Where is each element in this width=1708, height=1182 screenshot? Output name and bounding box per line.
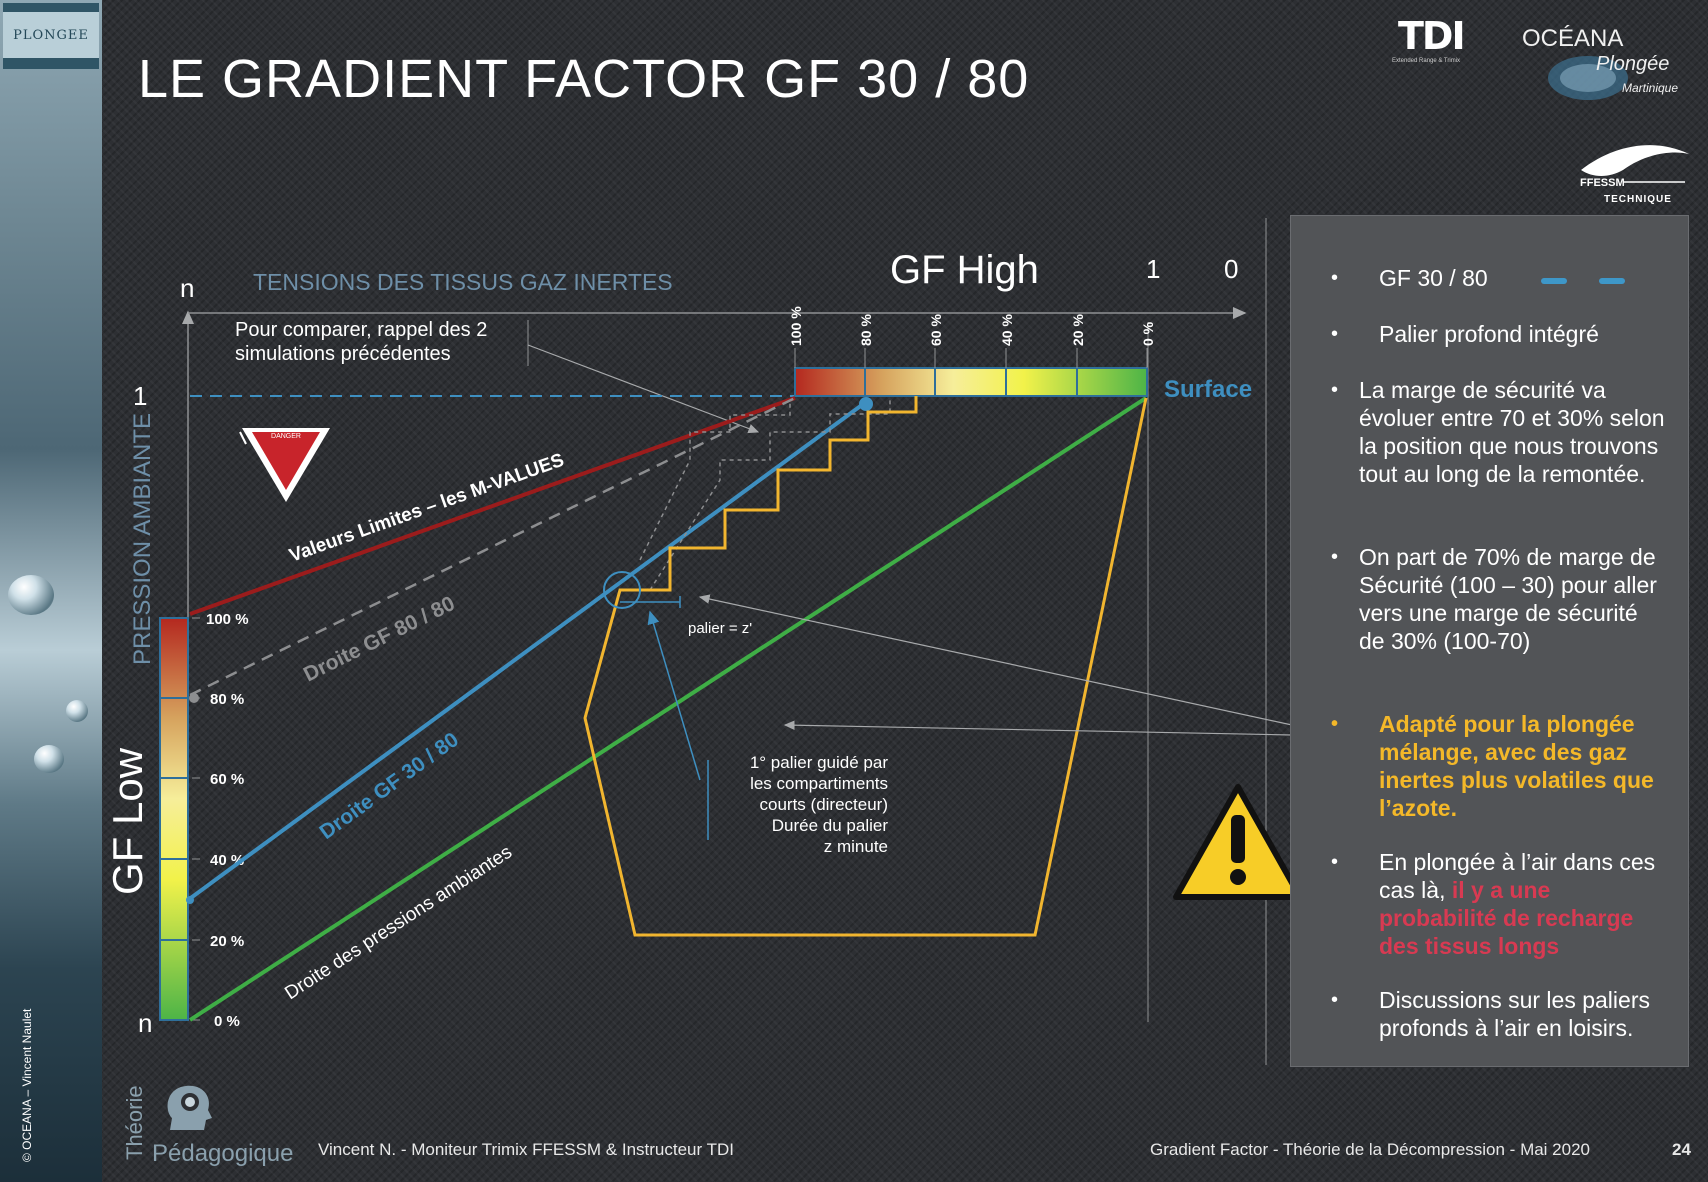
dive-profile-line	[583, 396, 1148, 937]
top-scale-label: 20 %	[1070, 314, 1086, 346]
gf-low-scale-dividers	[160, 697, 188, 941]
bullet: •	[1331, 379, 1339, 401]
first-stop-circle	[603, 571, 641, 609]
tdi-logo: TDI	[1398, 14, 1466, 58]
ffessm-logo: FFESSM TECHNIQUE	[1580, 145, 1689, 205]
bullet: •	[1331, 713, 1339, 735]
svg-text:courts (directeur): courts (directeur)	[760, 795, 888, 814]
footer-course: Gradient Factor - Théorie de la Décompre…	[1150, 1140, 1590, 1159]
gf3080-dash-legend	[1541, 278, 1633, 284]
panel-text: On part de 70% de marge de Sécurité (100…	[1359, 544, 1657, 654]
gf3080-line	[186, 400, 868, 902]
gf-high-scale-labels: 100 % 80 % 60 % 40 % 20 % 0 %	[788, 306, 1156, 346]
gf-low-scale-bar	[159, 617, 189, 1021]
panel-text: En plongée à l’air dans ces cas là, il y…	[1379, 848, 1669, 960]
panel-text: Palier profond intégré	[1379, 321, 1599, 347]
bullet: •	[1331, 323, 1339, 345]
panel-text-part: En plongée à l’air dans ces cas là,	[1379, 849, 1656, 903]
danger-sign-icon: DANGER	[242, 428, 330, 502]
oceana-logo-plongee: Plongée	[1596, 53, 1669, 75]
axis-one: 1	[133, 381, 147, 411]
svg-text:DANGER: DANGER	[271, 433, 301, 440]
top-scale-label: 80 %	[858, 314, 874, 346]
tdi-logo-subtitle: Extended Range & Trimix	[1392, 58, 1461, 64]
footer-pedagogique: Pédagogique	[152, 1140, 294, 1167]
top-scale-label: 60 %	[928, 314, 944, 346]
previous-simulation-profile	[649, 400, 891, 591]
wave-icon	[1581, 145, 1689, 176]
gf-high-point	[859, 397, 873, 411]
footer-theorie: Théorie	[122, 1085, 147, 1160]
page-title: LE GRADIENT FACTOR GF 30 / 80	[138, 49, 1030, 109]
side-photo-strip	[0, 0, 102, 1182]
panel-text: GF 30 / 80	[1379, 265, 1488, 291]
top-scale-label: 0 %	[1140, 321, 1156, 346]
plongee-tab: PLONGEE	[3, 3, 99, 69]
gf8080-start-point	[189, 693, 199, 703]
bullet: •	[1331, 267, 1339, 289]
gf-high-scale-ticks	[794, 348, 1148, 368]
top-scale-label: 100 %	[788, 306, 804, 346]
panel-text: Discussions sur les paliers profonds à l…	[1379, 987, 1650, 1041]
panel-text-highlight: il y a une probabilité de recharge des t…	[1379, 877, 1634, 959]
oceana-logo: OCÉANA Plongée Martinique	[1522, 25, 1678, 100]
oceana-logo-martinique: Martinique	[1622, 81, 1678, 95]
left-scale-label: 80 %	[210, 691, 244, 708]
diagram-header: TENSIONS DES TISSUS GAZ INERTES	[253, 269, 673, 295]
page-number: 24	[1672, 1140, 1691, 1159]
surface-label: Surface	[1164, 376, 1252, 403]
gf-low-label: GF Low	[104, 747, 151, 895]
gf3080-label: Droite GF 30 / 80	[315, 728, 463, 844]
oceana-logo-name: OCÉANA	[1522, 25, 1623, 52]
left-scale-label: 0 %	[214, 1013, 240, 1030]
gf-high-label: GF High	[890, 248, 1039, 292]
svg-text:1° palier guidé par: 1° palier guidé par	[750, 753, 889, 772]
axis-n-bottom: n	[138, 1008, 152, 1038]
previous-simulation-profile	[639, 400, 791, 561]
svg-text:z minute: z minute	[824, 837, 888, 856]
panel-text: Adapté pour la plongée mélange, avec des…	[1379, 711, 1654, 821]
left-scale-label: 20 %	[210, 933, 244, 950]
top-right-one: 1	[1146, 254, 1160, 284]
gf-low-scale-labels: 100 % 80 % 60 % 40 % 20 % 0 %	[206, 611, 249, 1030]
top-scale-label: 40 %	[999, 314, 1015, 346]
gf-high-scale-dividers	[864, 368, 1078, 396]
palier-label: palier = z'	[688, 620, 752, 637]
ffessm-logo-technique: TECHNIQUE	[1604, 194, 1672, 205]
left-scale-label: 100 %	[206, 611, 249, 628]
ffessm-logo-name: FFESSM	[1580, 177, 1625, 189]
brain-head-icon	[167, 1085, 212, 1130]
gf-low-scale-ticks	[192, 617, 200, 1021]
gf-high-scale-bar	[794, 367, 1148, 397]
gf8080-label: Droite GF 80 / 80	[300, 592, 459, 687]
footer-author: Vincent N. - Moniteur Trimix FFESSM & In…	[318, 1140, 734, 1159]
m-values-label: Valeurs Limites – les M-VALUES	[287, 450, 567, 567]
info-panel: • GF 30 / 80 • Palier profond intégré • …	[1290, 215, 1689, 1067]
left-scale-label: 60 %	[210, 771, 244, 788]
gf8080-line	[189, 396, 796, 697]
ambient-label: Droite des pressions ambiantes	[281, 842, 516, 1005]
bullet: •	[1331, 989, 1339, 1011]
panel-text: La marge de sécurité va évoluer entre 70…	[1359, 377, 1665, 487]
svg-text:les compartiments: les compartiments	[750, 774, 888, 793]
water-drop-image	[8, 575, 54, 615]
bullet: •	[1331, 851, 1339, 873]
bullet: •	[1331, 546, 1339, 568]
axis-n-top: n	[180, 273, 194, 303]
svg-text:Durée du palier: Durée du palier	[772, 816, 889, 835]
warning-icon	[1173, 784, 1303, 900]
plongee-tab-label: PLONGEE	[3, 12, 99, 58]
compare-note-line2: simulations précédentes	[235, 343, 451, 365]
gf-low-point	[186, 896, 194, 904]
water-drop-image	[66, 700, 88, 722]
first-stop-note: 1° palier guidé par les compartiments co…	[750, 753, 889, 856]
ambient-pressure-line	[188, 396, 1148, 1022]
compare-note-line1: Pour comparer, rappel des 2	[235, 319, 487, 341]
m-values-line	[189, 396, 796, 616]
y-axis-label: PRESSION AMBIANTE	[129, 413, 156, 665]
water-drop-image	[34, 745, 64, 773]
top-right-zero: 0	[1224, 254, 1238, 284]
